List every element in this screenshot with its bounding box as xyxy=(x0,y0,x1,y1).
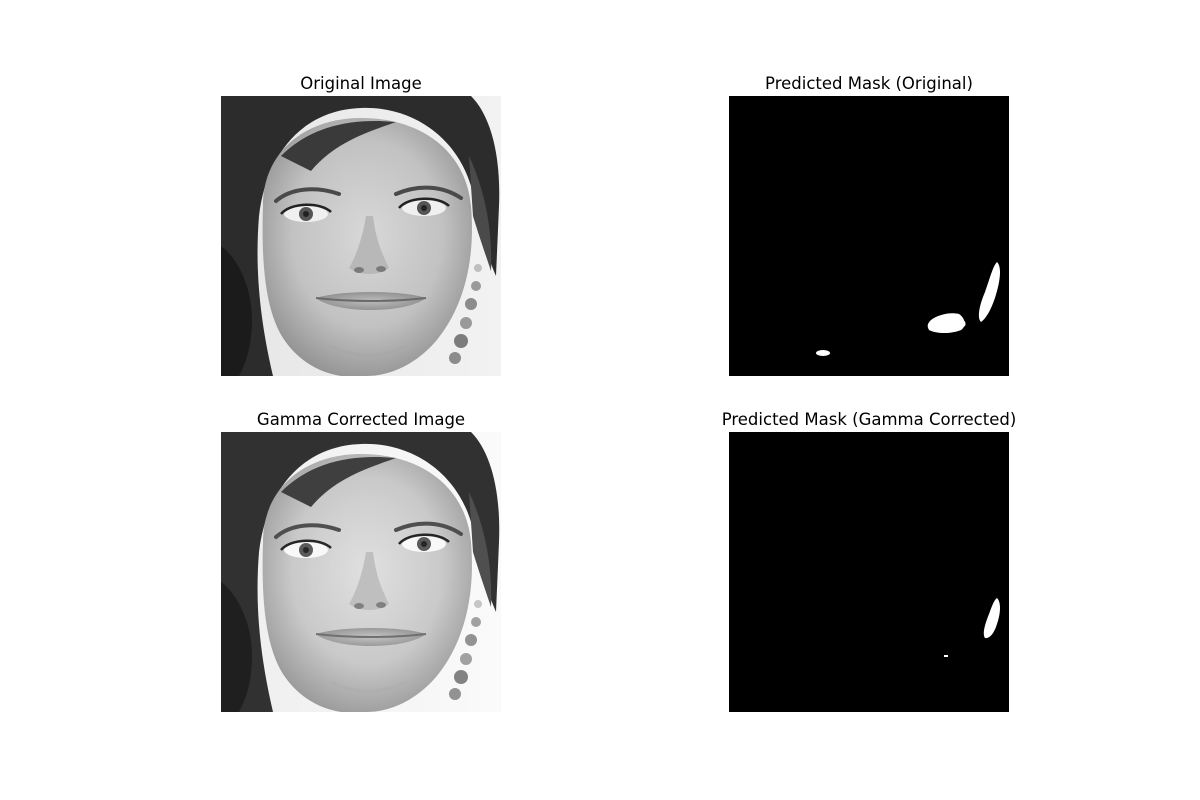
mask-blob xyxy=(927,313,965,333)
mask-background xyxy=(729,432,1009,712)
gamma-corrected-face-image xyxy=(221,432,501,712)
mask-background xyxy=(729,96,1009,376)
original-face-image xyxy=(221,96,501,376)
mask-blob xyxy=(959,319,966,327)
mask-blob xyxy=(944,655,948,657)
mask-blob xyxy=(816,350,830,356)
panel-title-predicted-mask-original: Predicted Mask (Original) xyxy=(765,74,973,93)
mask-blob xyxy=(978,262,1000,322)
predicted-mask-original-image xyxy=(729,96,1009,376)
panel-title-predicted-mask-gamma-corrected: Predicted Mask (Gamma Corrected) xyxy=(721,410,1017,429)
panel-title-original-image: Original Image xyxy=(300,74,422,93)
panel-title-gamma-corrected-image: Gamma Corrected Image xyxy=(256,410,466,429)
mask-blob xyxy=(983,598,1000,639)
predicted-mask-gamma-corrected-image xyxy=(729,432,1009,712)
